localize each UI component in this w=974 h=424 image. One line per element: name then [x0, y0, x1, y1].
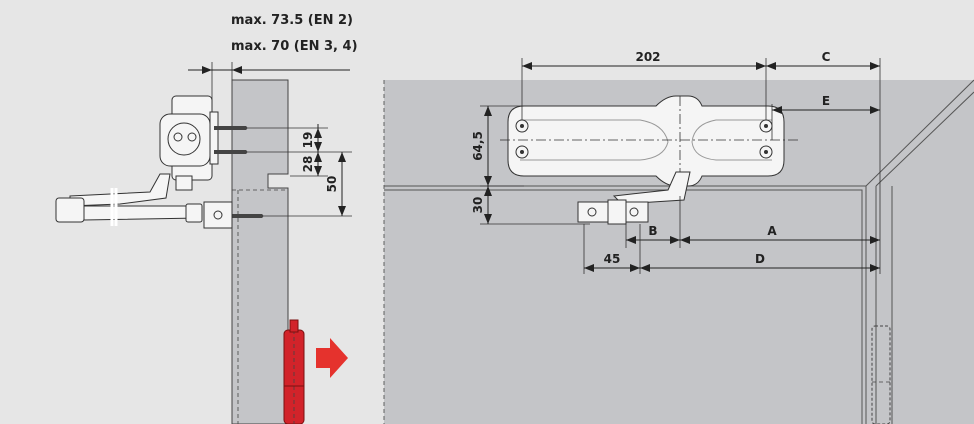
hinge: [283, 319, 305, 424]
max-en2-label: max. 73.5 (EN 2): [231, 13, 353, 28]
dim-202-label: 202: [635, 50, 660, 64]
dim-b-label: B: [648, 224, 657, 238]
front-view: [383, 58, 974, 424]
side-view: [55, 62, 352, 424]
closer-side-body: [159, 95, 219, 191]
dim-a-label: A: [767, 224, 777, 238]
dim-28-label: 28: [301, 156, 315, 173]
fixing-screws: [214, 126, 264, 218]
dim-45-label: 45: [604, 252, 621, 266]
dim-64-5-label: 64,5: [471, 131, 485, 161]
closer-arm-side: [55, 173, 233, 229]
door-frame-section: [231, 79, 289, 424]
closer-body-front: [507, 95, 785, 187]
dim-50-label: 50: [325, 176, 339, 193]
right-arrow-icon: [316, 338, 348, 378]
dim-c-label: C: [822, 50, 831, 64]
dim-e-label: E: [822, 94, 830, 108]
max-en34-label: max. 70 (EN 3, 4): [231, 39, 358, 54]
dim-30-label: 30: [471, 197, 485, 214]
dim-19-label: 19: [301, 132, 315, 149]
arm-shoe-front: [577, 171, 691, 225]
dim-d-label: D: [755, 252, 765, 266]
